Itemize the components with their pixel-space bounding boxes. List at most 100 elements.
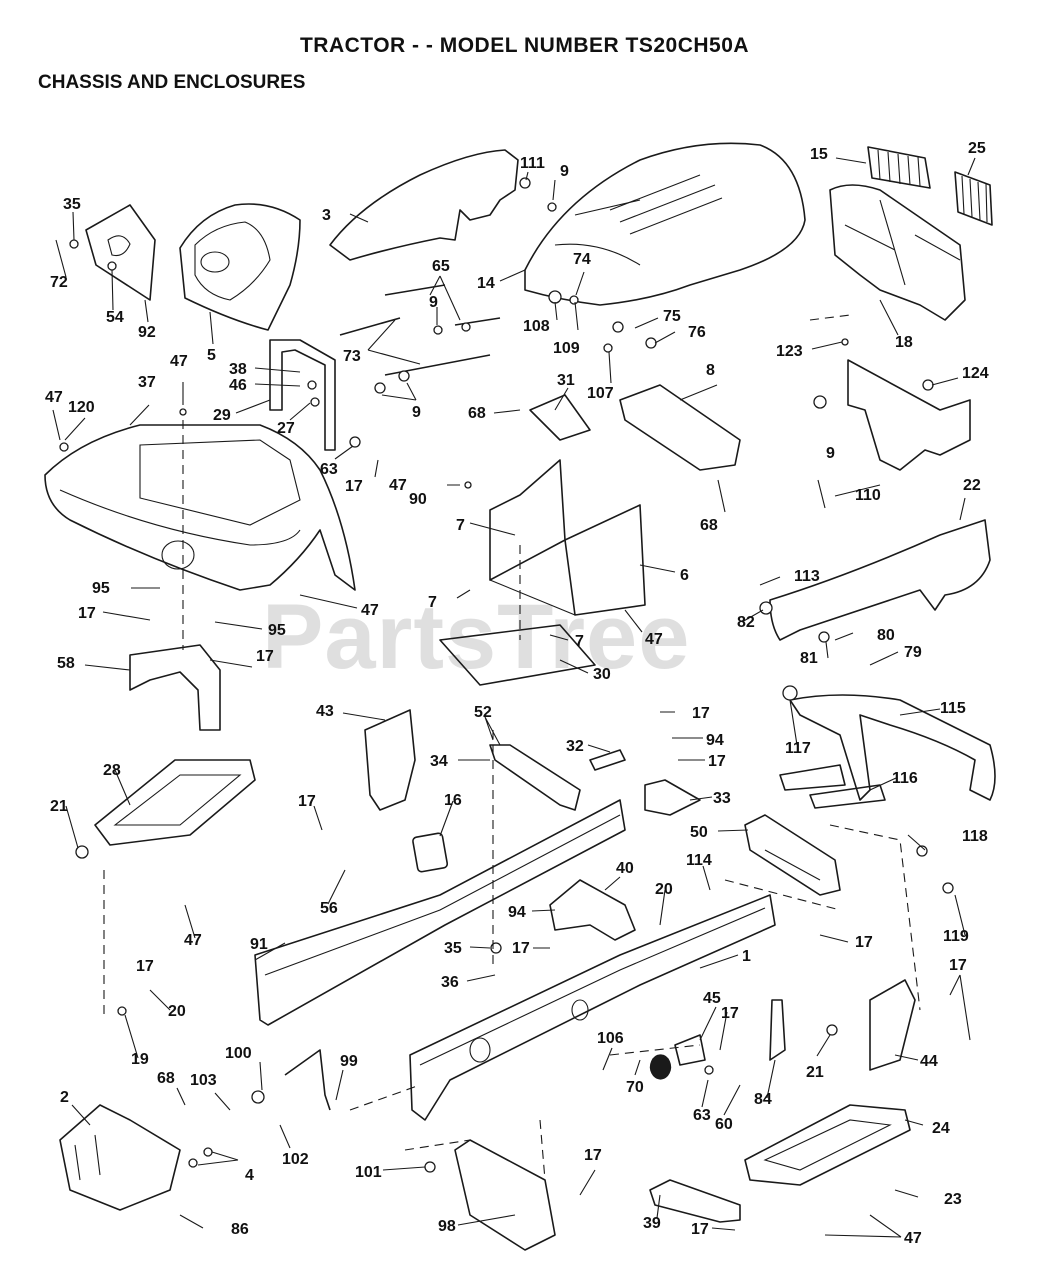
callout-17: 17 <box>136 958 154 975</box>
callout-19: 19 <box>131 1051 149 1068</box>
callout-100: 100 <box>225 1045 252 1062</box>
callout-29: 29 <box>213 407 231 424</box>
callout-21: 21 <box>806 1064 824 1081</box>
callout-58: 58 <box>57 655 75 672</box>
callout-63: 63 <box>693 1107 711 1124</box>
leader-lines <box>52 157 976 1238</box>
callout-17: 17 <box>512 940 530 957</box>
callout-65: 65 <box>432 258 450 275</box>
callout-109: 109 <box>553 340 580 357</box>
callout-2: 2 <box>60 1089 69 1106</box>
callout-47: 47 <box>389 477 407 494</box>
callout-82: 82 <box>737 614 755 631</box>
callout-35: 35 <box>63 196 81 213</box>
callout-43: 43 <box>316 703 334 720</box>
callout-17: 17 <box>691 1221 709 1238</box>
callout-38: 38 <box>229 361 247 378</box>
callout-95: 95 <box>92 580 110 597</box>
callout-3: 3 <box>322 207 331 224</box>
callout-27: 27 <box>277 420 295 437</box>
callout-17: 17 <box>584 1147 602 1164</box>
callout-23: 23 <box>944 1191 962 1208</box>
callout-44: 44 <box>920 1053 938 1070</box>
callout-72: 72 <box>50 274 68 291</box>
callout-54: 54 <box>106 309 124 326</box>
callout-68: 68 <box>157 1070 175 1087</box>
callout-36: 36 <box>441 974 459 991</box>
callout-46: 46 <box>229 377 247 394</box>
callout-17: 17 <box>855 934 873 951</box>
callout-47: 47 <box>645 631 663 648</box>
callout-24: 24 <box>932 1120 950 1137</box>
callout-111: 111 <box>520 155 545 172</box>
callout-119: 119 <box>943 928 969 945</box>
callout-17: 17 <box>298 793 316 810</box>
callout-9: 9 <box>412 404 421 421</box>
callout-labels: 111 9 15 25 35 72 54 92 3 5 14 65 9 73 9… <box>45 140 989 1247</box>
callout-17: 17 <box>78 605 96 622</box>
callout-115: 115 <box>940 700 966 717</box>
callout-74: 74 <box>573 251 591 268</box>
callout-90: 90 <box>409 491 427 508</box>
callout-28: 28 <box>103 762 121 779</box>
callout-99: 99 <box>340 1053 358 1070</box>
callout-86: 86 <box>231 1221 249 1238</box>
callout-33: 33 <box>713 790 731 807</box>
callout-70: 70 <box>626 1079 644 1096</box>
callout-92: 92 <box>138 324 156 341</box>
callout-17: 17 <box>345 478 363 495</box>
callout-50: 50 <box>690 824 708 841</box>
callout-52: 52 <box>474 704 492 721</box>
callout-63: 63 <box>320 461 338 478</box>
callout-110: 110 <box>855 487 881 504</box>
callout-108: 108 <box>523 318 550 335</box>
callout-47: 47 <box>361 602 379 619</box>
callout-75: 75 <box>663 308 681 325</box>
diagram-title: TRACTOR - - MODEL NUMBER TS20CH50A <box>299 34 750 57</box>
callout-20: 20 <box>655 881 673 898</box>
callout-107: 107 <box>587 385 614 402</box>
callout-95: 95 <box>268 622 286 639</box>
callout-18: 18 <box>895 334 913 351</box>
callout-7: 7 <box>456 517 465 534</box>
callout-73: 73 <box>343 348 361 365</box>
hardware-fasteners <box>59 177 954 1173</box>
callout-98: 98 <box>438 1218 456 1235</box>
callout-5: 5 <box>207 347 216 364</box>
callout-79: 79 <box>904 644 922 661</box>
callout-124: 124 <box>962 365 989 382</box>
callout-16: 16 <box>444 792 462 809</box>
callout-17: 17 <box>692 705 710 722</box>
callout-47: 47 <box>45 389 63 406</box>
callout-120: 120 <box>68 399 95 416</box>
callout-68: 68 <box>468 405 486 422</box>
callout-7: 7 <box>428 594 437 611</box>
callout-123: 123 <box>776 343 803 360</box>
callout-15: 15 <box>810 146 828 163</box>
parts-artwork <box>44 142 996 1251</box>
callout-14: 14 <box>477 275 495 292</box>
callout-81: 81 <box>800 650 818 667</box>
callout-7: 7 <box>575 633 584 650</box>
callout-76: 76 <box>688 324 706 341</box>
callout-21: 21 <box>50 798 68 815</box>
callout-114: 114 <box>686 852 712 869</box>
callout-94: 94 <box>706 732 724 749</box>
callout-94: 94 <box>508 904 526 921</box>
callout-91: 91 <box>250 936 268 953</box>
callout-30: 30 <box>593 666 611 683</box>
callout-47: 47 <box>170 353 188 370</box>
callout-103: 103 <box>190 1072 217 1089</box>
callout-113: 113 <box>794 568 820 585</box>
callout-25: 25 <box>968 140 986 157</box>
callout-84: 84 <box>754 1091 772 1108</box>
callout-80: 80 <box>877 627 895 644</box>
callout-4: 4 <box>245 1167 254 1184</box>
callout-9: 9 <box>826 445 835 462</box>
section-title: CHASSIS AND ENCLOSURES <box>38 72 306 93</box>
callout-47: 47 <box>184 932 202 949</box>
callout-6: 6 <box>680 567 689 584</box>
callout-32: 32 <box>566 738 584 755</box>
callout-8: 8 <box>706 362 715 379</box>
